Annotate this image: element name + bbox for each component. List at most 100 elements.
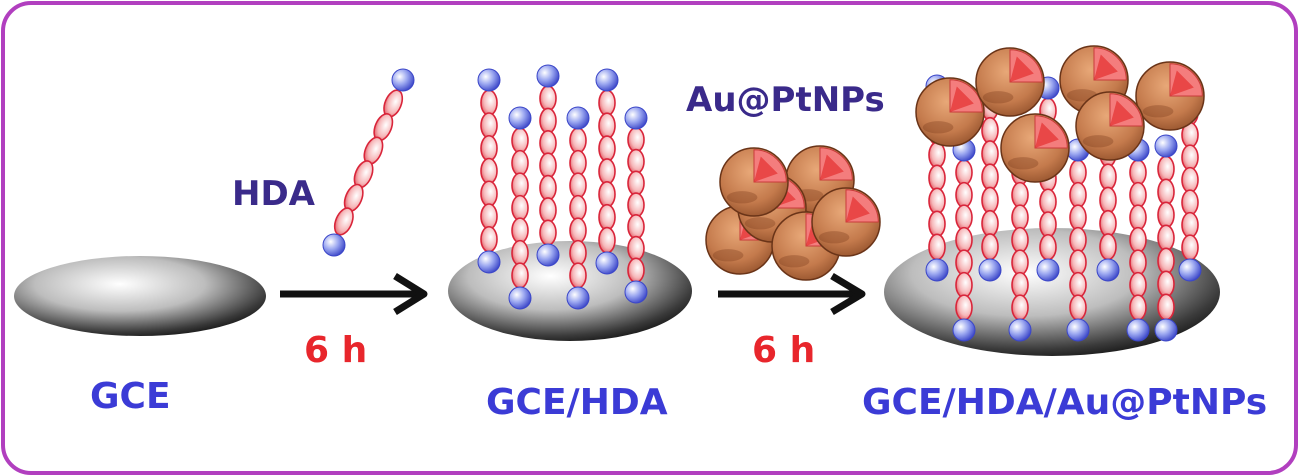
molecule-link xyxy=(1099,209,1117,238)
molecule-link xyxy=(627,126,645,153)
molecule-end xyxy=(952,318,976,342)
hda-molecule-stage2 xyxy=(477,68,501,274)
molecule-link xyxy=(539,130,557,157)
molecule-link xyxy=(1039,211,1057,238)
molecule-link xyxy=(569,217,587,244)
molecule-link xyxy=(1157,178,1175,206)
molecule-end xyxy=(508,286,532,310)
molecule-end xyxy=(322,233,346,257)
molecule-link xyxy=(1069,159,1087,186)
molecule-link xyxy=(981,116,999,145)
step1-time-label: 6 h xyxy=(304,330,368,371)
molecule-link xyxy=(627,192,645,218)
molecule-link xyxy=(569,239,587,267)
molecule-link xyxy=(1181,211,1199,239)
molecule-link xyxy=(1099,186,1117,214)
molecule-link xyxy=(1181,189,1199,216)
molecule-end xyxy=(1126,318,1150,342)
stage3-label: GCE/HDA/Au@PtNPs xyxy=(862,382,1268,423)
molecule-link xyxy=(539,107,557,134)
molecule-link xyxy=(1011,226,1029,254)
molecule-end xyxy=(477,250,501,274)
molecule-end xyxy=(536,64,560,88)
molecule-link xyxy=(1099,233,1117,261)
molecule-link xyxy=(598,135,616,163)
molecule-end xyxy=(1178,258,1202,282)
attached-nanoparticle xyxy=(915,77,985,147)
molecule-link xyxy=(511,127,529,154)
molecule-end xyxy=(536,243,560,267)
molecule-link xyxy=(1129,159,1147,186)
hda-molecule-stage3 xyxy=(952,138,976,342)
molecule-link xyxy=(511,172,529,199)
molecule-link xyxy=(955,181,973,209)
stage1-label: GCE xyxy=(90,376,171,417)
molecule-end xyxy=(1154,134,1178,158)
molecule-link xyxy=(1129,249,1147,276)
molecule-end xyxy=(1096,258,1120,282)
stage2-label: GCE/HDA xyxy=(486,382,668,423)
molecule-link xyxy=(1129,226,1147,254)
molecule-link xyxy=(480,112,498,139)
molecule-link xyxy=(569,262,587,289)
molecule-link xyxy=(627,235,645,262)
molecule-end xyxy=(978,258,1002,282)
hda-molecule-stage2 xyxy=(508,106,532,310)
attached-nanoparticle xyxy=(1075,91,1145,161)
molecule-link xyxy=(598,226,616,254)
molecule-end xyxy=(391,68,415,92)
molecule-link xyxy=(627,170,645,197)
arrow-step-2 xyxy=(718,272,866,316)
molecule-link xyxy=(627,257,645,284)
molecule-link xyxy=(1129,271,1147,299)
molecule-link xyxy=(1129,181,1147,209)
step2-time-label: 6 h xyxy=(752,330,816,371)
hda-molecule-stage2 xyxy=(595,68,619,275)
molecule-link xyxy=(539,197,557,224)
hda-reagent-label: HDA xyxy=(232,174,315,214)
hda-molecule-stage3 xyxy=(1154,134,1178,342)
molecule-link xyxy=(955,204,973,231)
molecule-link xyxy=(569,149,587,177)
free-hda-molecule xyxy=(322,68,415,257)
molecule-link xyxy=(1069,249,1087,276)
molecule-link xyxy=(955,249,973,276)
molecule-link xyxy=(981,163,999,191)
molecule-end xyxy=(477,68,501,92)
molecule-link xyxy=(1129,204,1147,231)
molecule-link xyxy=(480,157,498,185)
hda-molecule-stage2 xyxy=(624,106,648,304)
molecule-link xyxy=(598,89,616,117)
aupt-nanoparticles xyxy=(705,45,1205,281)
molecule-end xyxy=(595,251,619,275)
molecule-link xyxy=(480,225,498,253)
molecule-link xyxy=(1069,271,1087,299)
molecule-end xyxy=(595,68,619,92)
molecule-end xyxy=(508,106,532,130)
molecule-end xyxy=(1066,318,1090,342)
molecule-link xyxy=(569,172,587,199)
molecule-link xyxy=(1069,294,1087,321)
molecule-link xyxy=(511,239,529,267)
molecule-link xyxy=(928,187,946,215)
molecule-link xyxy=(981,209,999,238)
molecule-end xyxy=(1154,318,1178,342)
hda-molecule-stage2 xyxy=(536,64,560,267)
free-nanoparticle xyxy=(811,187,881,257)
molecule-link xyxy=(511,194,529,222)
molecule-link xyxy=(1157,270,1175,298)
attached-nanoparticle xyxy=(975,47,1045,117)
molecule-link xyxy=(598,158,616,185)
molecule-link xyxy=(511,217,529,244)
molecule-link xyxy=(1157,247,1175,275)
molecule-link xyxy=(539,219,557,246)
molecule-link xyxy=(480,134,498,162)
molecule-link xyxy=(1181,234,1199,261)
molecule-link xyxy=(1069,226,1087,254)
molecule-link xyxy=(928,141,946,169)
molecule-end xyxy=(624,280,648,304)
aupt-reagent-label: Au@PtNPs xyxy=(686,80,885,120)
molecule-link xyxy=(955,294,973,321)
molecule-end xyxy=(1008,318,1032,342)
